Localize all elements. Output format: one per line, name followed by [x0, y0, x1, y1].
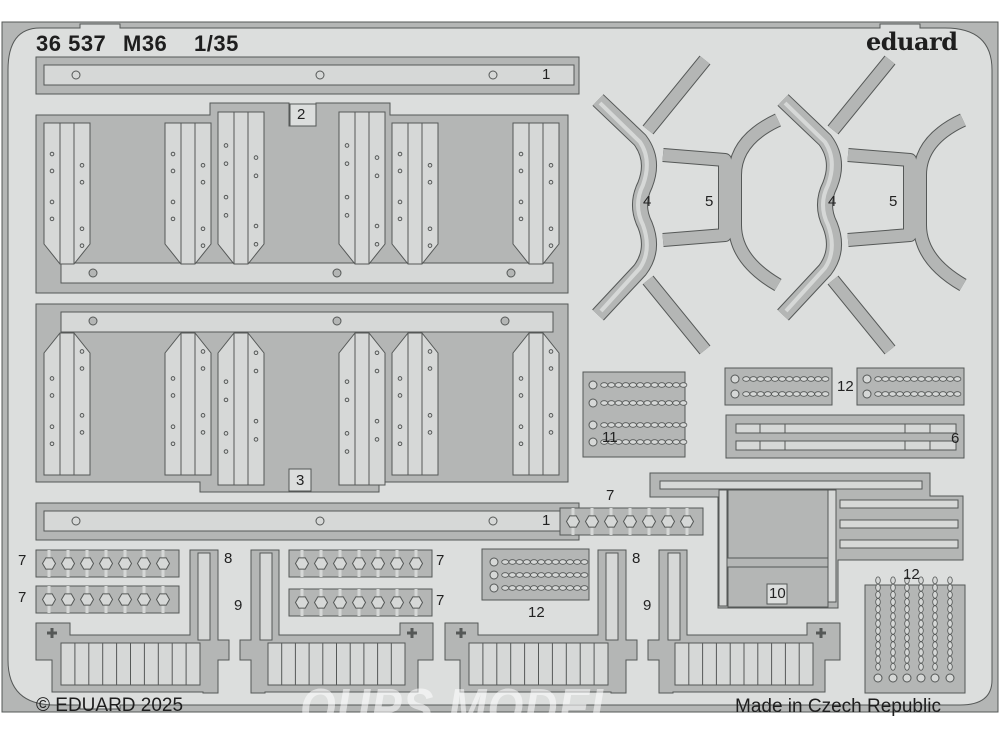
- part-12-chains-top-left: [724, 367, 833, 406]
- part-12-chains-vertical: [864, 576, 966, 694]
- chain: [489, 570, 589, 580]
- chain: [588, 398, 688, 408]
- part-4-frame-b: [777, 55, 896, 355]
- part-11-chains: [582, 371, 688, 458]
- chain: [588, 380, 688, 390]
- hinge-bracket: [338, 332, 386, 486]
- part-number-10: 10: [769, 585, 786, 602]
- hinge-bracket: [217, 332, 265, 486]
- part-number-7e: 7: [436, 592, 445, 609]
- cross-key-icon: [816, 628, 826, 638]
- part-number-1-top: 1: [542, 66, 551, 83]
- chain: [873, 576, 883, 683]
- part-number-12c: 12: [528, 604, 545, 621]
- scale-label: 1/35: [194, 31, 239, 56]
- part-12-chains-top-right: [856, 367, 965, 406]
- part-2-panel: [35, 102, 569, 294]
- part-4-frame-a: [592, 55, 711, 355]
- part-10-assembly: [649, 472, 964, 609]
- part-7-hex-blocks: [35, 507, 704, 617]
- model-name: M36: [123, 31, 168, 56]
- part-number-7a: 7: [606, 487, 615, 504]
- part-number-5b: 5: [889, 193, 898, 210]
- part-number-6: 6: [951, 430, 960, 447]
- chain: [588, 420, 688, 430]
- part-12-chains-middle: [481, 548, 590, 601]
- chain: [888, 576, 898, 683]
- watermark-text: OUPS MODEL: [300, 677, 620, 737]
- hinge-bracket: [338, 111, 386, 265]
- grille: [60, 642, 201, 686]
- chain: [930, 576, 940, 683]
- part-3-panel: [35, 303, 569, 493]
- part-1-bottom: [35, 502, 580, 541]
- part-number-4b: 4: [828, 193, 837, 210]
- hinge-bracket: [391, 122, 439, 265]
- part-number-11: 11: [602, 429, 618, 446]
- chain: [902, 576, 912, 683]
- chain: [862, 374, 962, 384]
- hinge-bracket: [512, 122, 560, 265]
- chain: [489, 583, 589, 593]
- hinge-bracket: [164, 332, 212, 476]
- cross-key-icon: [456, 628, 466, 638]
- eduard-logo: eduard: [866, 27, 958, 56]
- cross-key-icon: [407, 628, 417, 638]
- part-number-12a: 12: [837, 378, 854, 395]
- hinge-bracket: [512, 332, 560, 476]
- hinge-bracket: [43, 332, 91, 476]
- hinge-brackets: [43, 111, 560, 486]
- part-number-12d: 12: [903, 566, 920, 583]
- hinge-bracket: [164, 122, 212, 265]
- part-number-3: 3: [296, 472, 305, 489]
- origin-text: Made in Czech Republic: [735, 696, 941, 717]
- chain: [730, 389, 830, 399]
- part-5-bracket-b: [847, 113, 967, 292]
- catalog-number: 36 537: [36, 31, 107, 56]
- part-number-5a: 5: [705, 193, 714, 210]
- chain: [862, 389, 962, 399]
- chain: [916, 576, 926, 683]
- part-number-7b: 7: [18, 552, 27, 569]
- hinge-bracket: [217, 111, 265, 265]
- part-5-bracket-a: [662, 113, 782, 292]
- part-number-8b: 8: [632, 550, 641, 567]
- part-number-7c: 7: [18, 589, 27, 606]
- copyright-text: © EDUARD 2025: [36, 695, 184, 716]
- part-number-8a: 8: [224, 550, 233, 567]
- hex-bolt-strip: [288, 549, 433, 578]
- hex-bolt-strip: [35, 585, 180, 614]
- part-number-9a: 9: [234, 597, 243, 614]
- chain: [489, 557, 589, 567]
- hinge-bracket: [391, 332, 439, 476]
- hinge-bracket: [43, 122, 91, 265]
- hex-bolt-strip: [288, 588, 433, 617]
- part-1-top: [35, 56, 580, 95]
- hex-bolt-strip: [559, 507, 704, 536]
- hex-bolt-strip: [35, 549, 180, 578]
- grille: [267, 642, 406, 686]
- chain: [730, 374, 830, 384]
- part-number-7d: 7: [436, 552, 445, 569]
- part-number-4a: 4: [643, 193, 652, 210]
- grille: [468, 642, 609, 686]
- part-number-2: 2: [297, 106, 306, 123]
- chain: [945, 576, 955, 683]
- part-6-strips: [725, 414, 965, 459]
- grille-slats: [47, 628, 826, 686]
- chain: [588, 437, 688, 447]
- cross-key-icon: [47, 628, 57, 638]
- grille: [674, 642, 814, 686]
- part-number-1-bottom: 1: [542, 512, 551, 529]
- part-number-9b: 9: [643, 597, 652, 614]
